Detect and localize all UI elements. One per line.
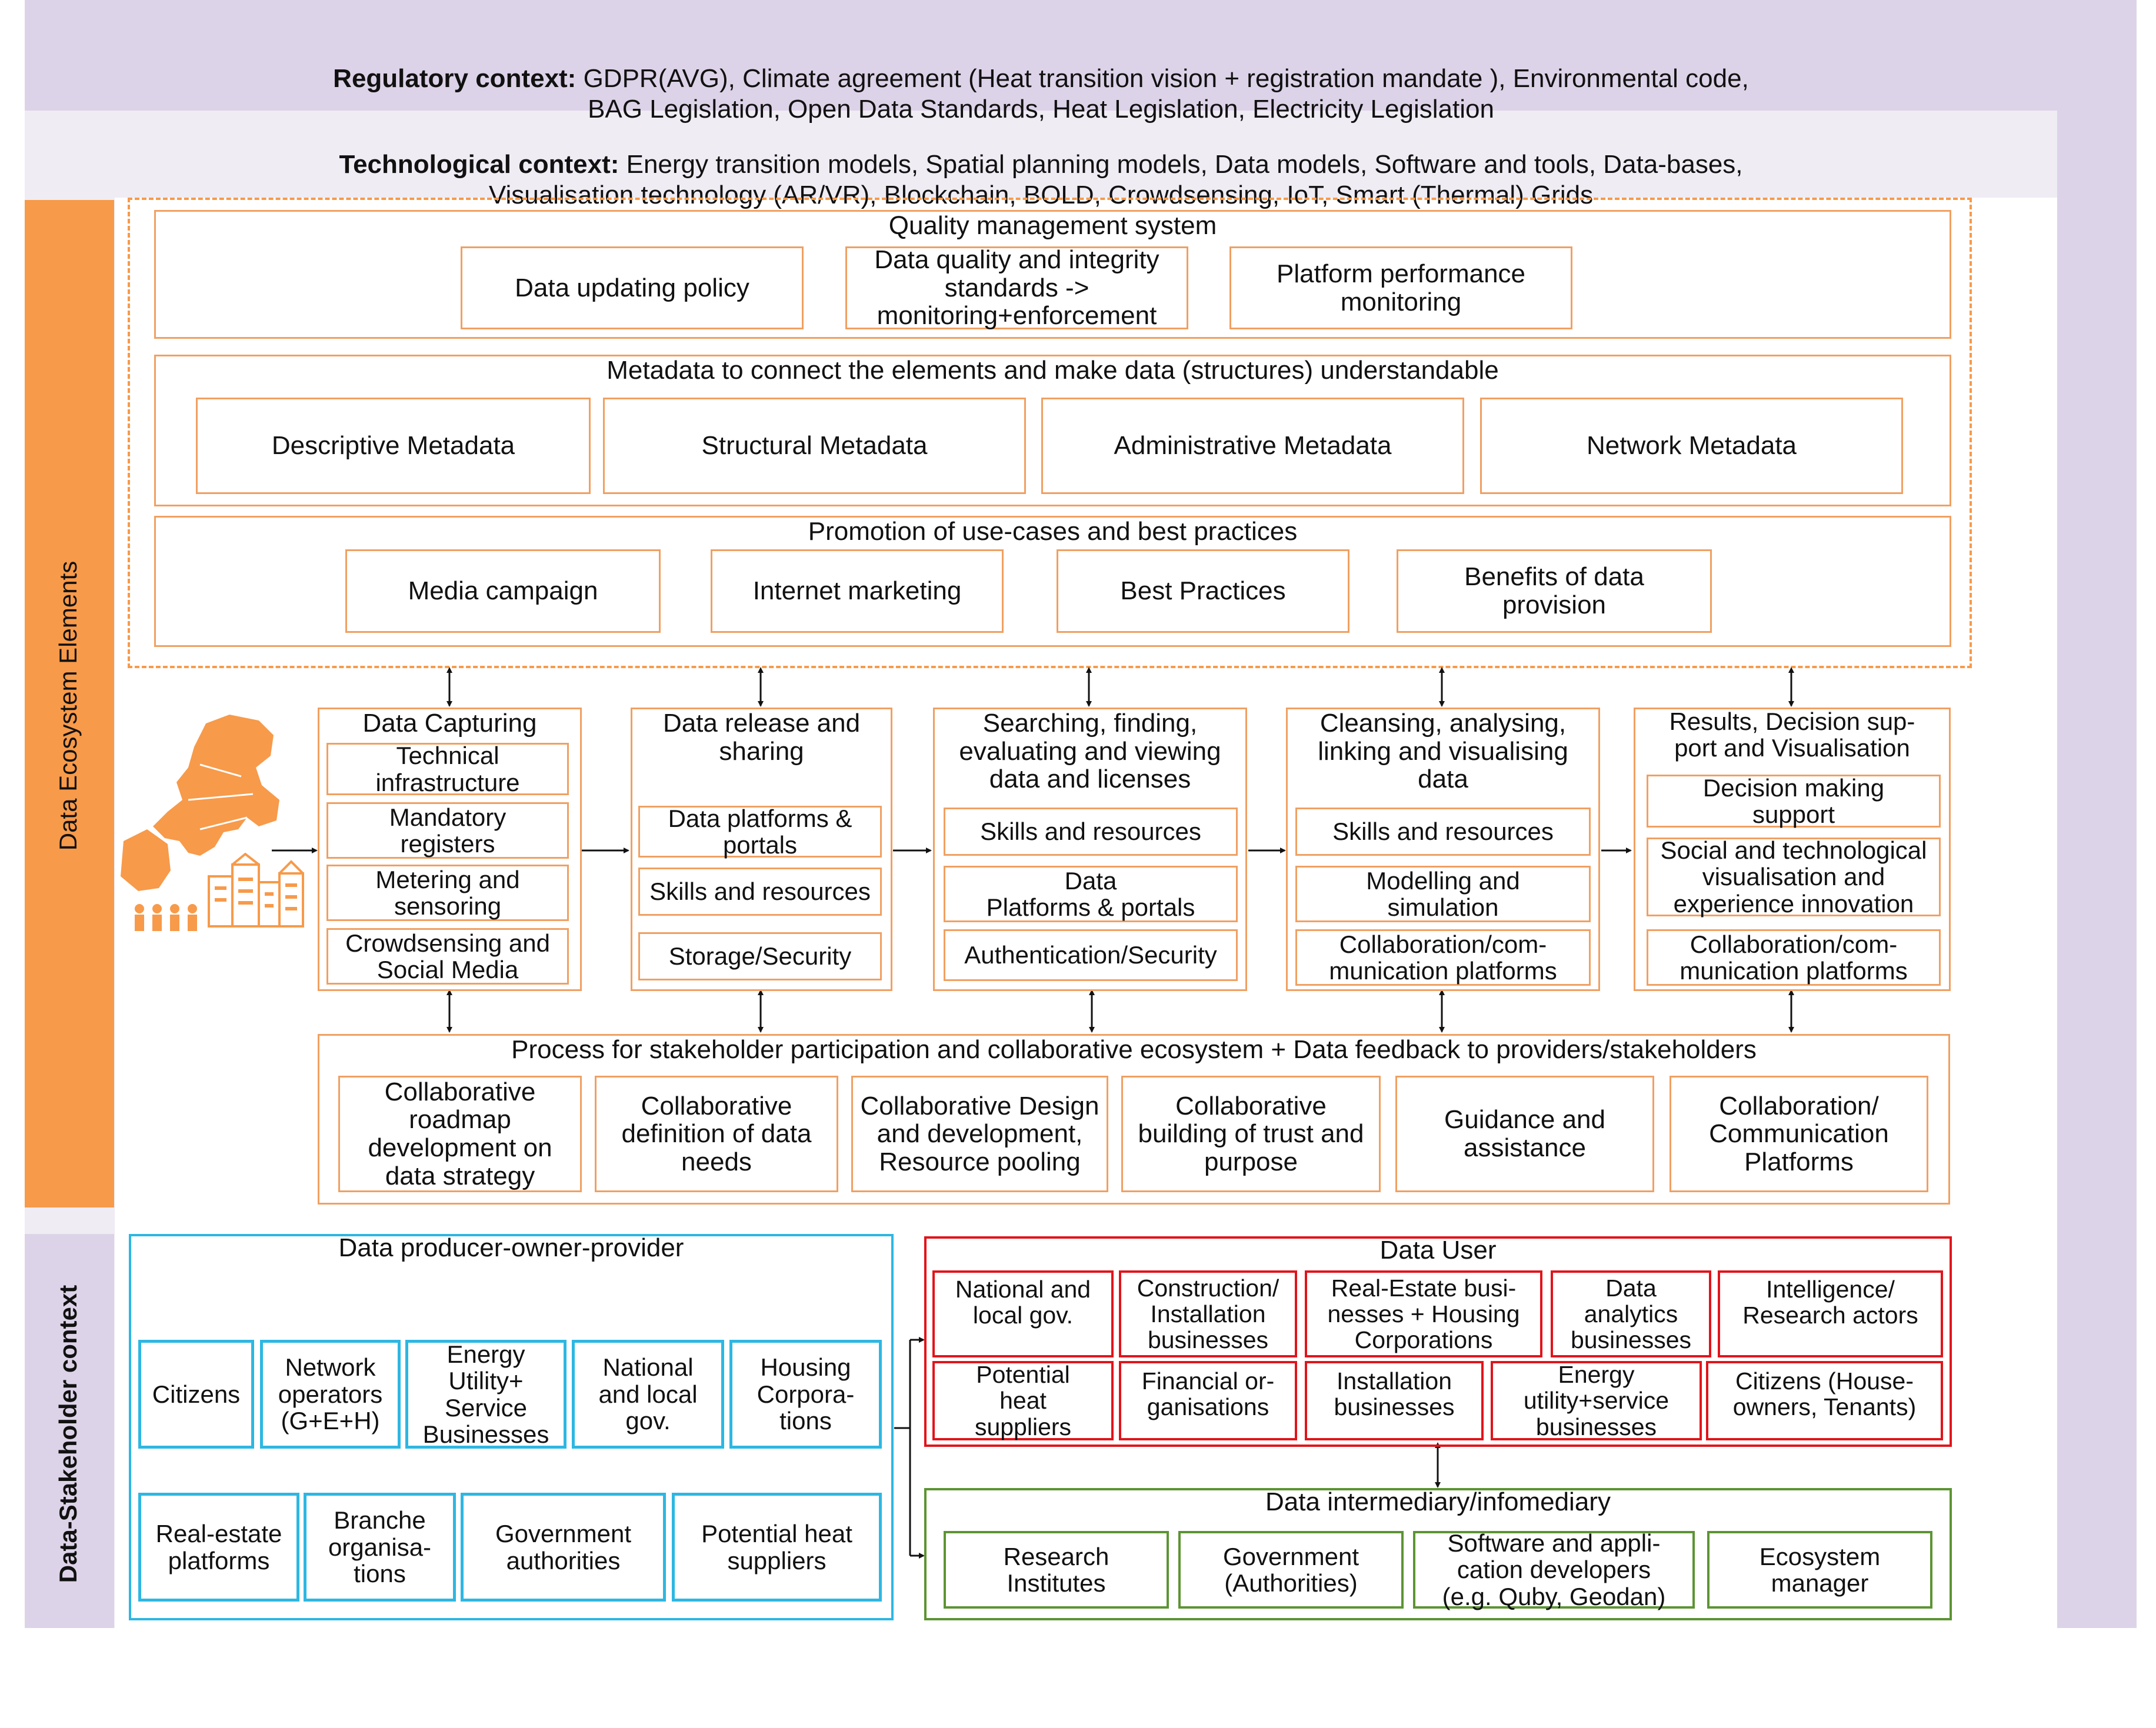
stakeholder-sidebar	[25, 1234, 114, 1628]
stage-title: Searching, finding, evaluating and viewi…	[959, 709, 1221, 794]
user-item: Intelligence/ Research actors	[1718, 1270, 1943, 1357]
stage-item: Modelling and simulation	[1295, 866, 1591, 922]
intermediary-title: Data intermediary/infomediary	[1265, 1487, 1611, 1516]
producer-item: Branche organisa- tions	[304, 1493, 456, 1602]
user-title: Data User	[1379, 1236, 1497, 1265]
netherlands-province-lines	[188, 763, 254, 830]
stage-item: Technical infrastructure	[326, 742, 569, 796]
stage-item: Data Platforms & portals	[944, 866, 1238, 922]
intermediary-item: Government (Authorities)	[1178, 1531, 1404, 1609]
stage-item: Authentication/Security	[944, 929, 1238, 981]
stage-title: Cleansing, analysing, linking and visual…	[1318, 709, 1568, 794]
user-frame	[924, 1236, 1952, 1447]
regulatory-context-items: GDPR(AVG), Climate agreement (Heat trans…	[583, 64, 1749, 124]
stage-title: Results, Decision sup- port and Visualis…	[1669, 708, 1915, 762]
right-purple-band	[2057, 111, 2137, 1628]
promotion-item: Internet marketing	[711, 549, 1004, 633]
metadata-item: Structural Metadata	[603, 398, 1026, 494]
user-item: Real-Estate busi- nesses + Housing Corpo…	[1305, 1270, 1542, 1357]
regulatory-context-band	[25, 0, 2137, 111]
stage-item: Crowdsensing and Social Media	[326, 928, 569, 985]
stage-item: Mandatory registers	[326, 802, 569, 859]
producer-item: Potential heat suppliers	[672, 1493, 882, 1602]
producer-item: Energy Utility+ Service Businesses	[405, 1340, 567, 1449]
producer-item: Citizens	[138, 1340, 254, 1449]
stage-item: Skills and resources	[1295, 808, 1591, 856]
process-item: Collaborative definition of data needs	[595, 1076, 838, 1192]
technological-context-text: Technological context: Energy transition…	[25, 119, 2057, 209]
people-icon	[135, 904, 197, 931]
stage-item: Skills and resources	[944, 808, 1238, 856]
netherlands-map-icon	[121, 715, 279, 891]
stage-item: Metering and sensoring	[326, 865, 569, 921]
quality-item: Data quality and integrity standards -> …	[845, 246, 1188, 330]
quality-item: Data updating policy	[461, 246, 804, 329]
regulatory-context-text: Regulatory context: GDPR(AVG), Climate a…	[25, 33, 2057, 124]
promotion-item: Best Practices	[1057, 549, 1349, 633]
producer-frame	[129, 1234, 894, 1620]
producer-item: Network operators (G+E+H)	[260, 1340, 401, 1449]
stage-title: Data Capturing	[362, 709, 537, 738]
technological-context-items: Energy transition models, Spatial planni…	[488, 149, 1743, 209]
producer-item: National and local gov.	[572, 1340, 724, 1449]
process-item: Guidance and assistance	[1395, 1076, 1654, 1192]
quality-item: Platform performance monitoring	[1229, 246, 1572, 329]
quality-management-title: Quality management system	[888, 211, 1217, 240]
stage-item: Storage/Security	[638, 932, 882, 980]
promotion-item: Benefits of data provision	[1397, 549, 1712, 633]
intermediary-item: Ecosystem manager	[1707, 1531, 1932, 1609]
user-item: Financial or- ganisations	[1119, 1361, 1297, 1440]
city-buildings-icon	[208, 853, 304, 928]
flow-arrows	[272, 667, 1794, 1559]
process-item: Collaboration/ Communication Platforms	[1670, 1076, 1928, 1192]
process-item: Collaborative building of trust and purp…	[1121, 1076, 1381, 1192]
user-item: Construction/ Installation businesses	[1119, 1270, 1297, 1357]
process-item: Collaborative roadmap development on dat…	[338, 1076, 582, 1192]
ecosystem-sidebar	[25, 200, 114, 1207]
stage-item: Skills and resources	[638, 868, 882, 916]
metadata-title: Metadata to connect the elements and mak…	[607, 356, 1499, 385]
intermediary-item: Software and appli- cation developers (e…	[1413, 1530, 1695, 1610]
stage-item: Data platforms & portals	[638, 805, 882, 858]
user-item: Potential heat suppliers	[932, 1361, 1114, 1440]
regulatory-context-label: Regulatory context:	[333, 64, 577, 93]
city-region-shape	[121, 829, 171, 891]
metadata-item: Administrative Metadata	[1041, 398, 1464, 494]
intermediary-item: Research Institutes	[944, 1531, 1169, 1609]
user-item: National and local gov.	[932, 1270, 1114, 1357]
promotion-title: Promotion of use-cases and best practice…	[808, 517, 1298, 546]
technological-context-label: Technological context:	[339, 149, 619, 179]
user-item: Energy utility+service businesses	[1491, 1361, 1702, 1440]
stage-item: Collaboration/com- munication platforms	[1295, 929, 1591, 986]
metadata-item: Descriptive Metadata	[196, 398, 591, 494]
metadata-item: Network Metadata	[1480, 398, 1903, 494]
user-item: Data analytics businesses	[1551, 1270, 1711, 1357]
stage-title: Data release and sharing	[662, 709, 861, 766]
producer-item: Housing Corpora- tions	[729, 1340, 882, 1449]
intermediary-frame	[924, 1488, 1952, 1620]
user-item: Citizens (House- owners, Tenants)	[1706, 1361, 1943, 1440]
process-title: Process for stakeholder participation an…	[511, 1035, 1757, 1064]
stage-item: Decision making support	[1647, 774, 1941, 828]
process-item: Collaborative Design and development, Re…	[851, 1076, 1108, 1192]
user-item: Installation businesses	[1305, 1361, 1484, 1440]
producer-item: Government authorities	[461, 1493, 666, 1602]
stage-item: Collaboration/com- munication platforms	[1647, 929, 1941, 986]
stage-item: Social and technological visualisation a…	[1647, 837, 1941, 917]
promotion-item: Media campaign	[345, 549, 661, 633]
governance-dashed-frame	[128, 198, 1972, 668]
producer-item: Real-estate platforms	[138, 1493, 299, 1602]
producer-title: Data producer-owner-provider	[338, 1233, 684, 1262]
netherlands-map-shape	[153, 715, 279, 856]
connector-producer-out	[894, 1340, 911, 1429]
